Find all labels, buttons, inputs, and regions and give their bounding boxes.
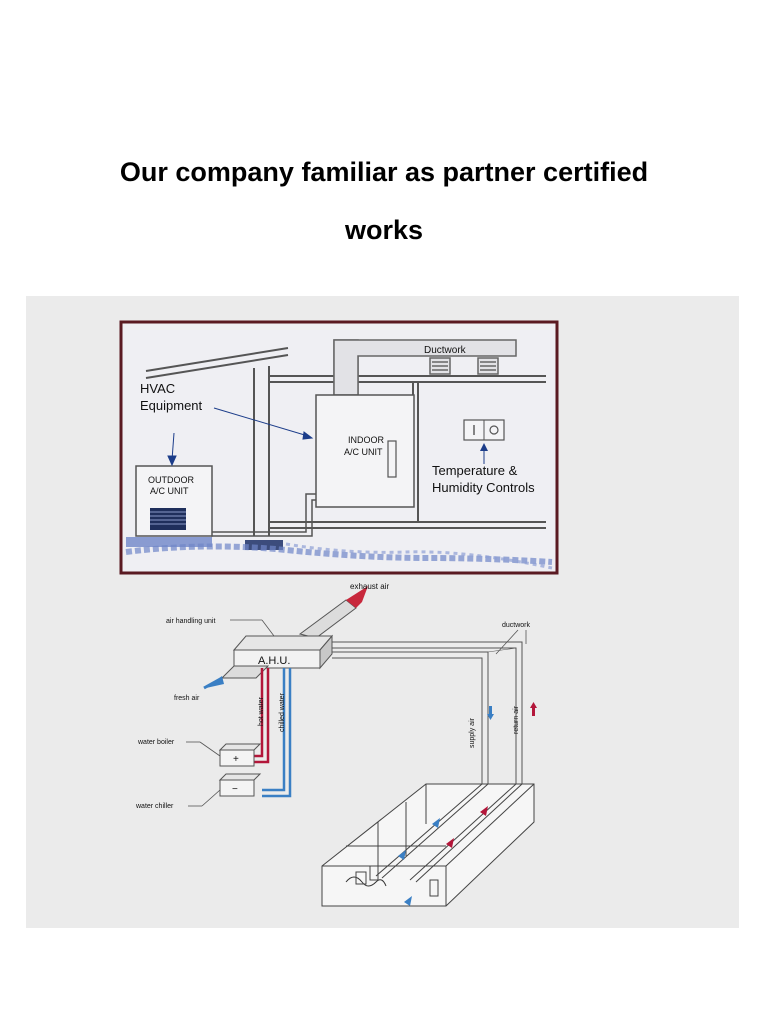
fresh-air-duct: [220, 665, 270, 679]
controls-label-1: Temperature &: [432, 463, 518, 478]
exhaust-air-label: exhaust air: [350, 582, 389, 591]
indoor-label-1: INDOOR: [348, 435, 385, 445]
supply-air-label: supply air: [469, 717, 476, 748]
ductwork-label: Ductwork: [424, 345, 467, 356]
water-chiller: −: [218, 773, 262, 797]
exhaust-duct: [298, 599, 357, 639]
building-corridor: [321, 783, 535, 907]
controls-label-2: Humidity Controls: [432, 480, 535, 495]
indoor-unit: [315, 394, 415, 508]
hvac-label-2: Equipment: [140, 398, 203, 413]
fresh-air-label: fresh air: [174, 695, 200, 702]
main-ductwork: [332, 641, 523, 816]
return-air-label: return air: [513, 705, 520, 734]
outdoor-unit-fan-grille: [150, 508, 186, 530]
air-handling-unit-label: air handling unit: [166, 618, 215, 625]
indoor-label-2: A/C UNIT: [344, 447, 383, 457]
boiler-symbol: +: [233, 754, 239, 765]
house-structure: [145, 347, 546, 536]
outdoor-label-2: A/C UNIT: [150, 486, 189, 496]
page-heading-line-2: works: [344, 215, 424, 245]
hvac-pointer-arrows: [167, 407, 314, 467]
outdoor-label-1: OUTDOOR: [148, 475, 194, 485]
residential-hvac-diagram: Ductwork INDOOR A/C UNIT OUTDOOR A/C UNI…: [119, 320, 559, 575]
ground: [125, 537, 553, 570]
hot-water-label: hot water: [258, 697, 265, 726]
page-heading: Our company familiar as partner certifie…: [60, 143, 708, 259]
duct-flow-arrows: [487, 702, 537, 720]
water-boiler: +: [218, 743, 262, 767]
ahu-system-diagram: exhaust air A.H.U. air handling unit fre…: [135, 582, 537, 907]
ahu-label: A.H.U.: [258, 655, 290, 667]
exhaust-arrow: [346, 586, 368, 608]
hvac-illustration: Ductwork INDOOR A/C UNIT OUTDOOR A/C UNI…: [119, 320, 559, 907]
room-diffuser-arrows: [398, 806, 488, 906]
page-heading-line-1: Our company familiar as partner certifie…: [119, 157, 649, 187]
ductwork-bottom-label: ductwork: [502, 622, 531, 629]
water-pipes: [252, 668, 292, 798]
hvac-figure: Ductwork INDOOR A/C UNIT OUTDOOR A/C UNI…: [26, 296, 739, 928]
hvac-label-1: HVAC: [140, 381, 175, 396]
ahu-box: [233, 649, 321, 669]
refrigerant-lines: [211, 493, 316, 537]
water-boiler-label: water boiler: [137, 739, 175, 746]
chilled-water-label: chilled water: [279, 692, 286, 732]
indoor-unit-panel: [387, 440, 397, 478]
chiller-symbol: −: [232, 784, 238, 795]
water-chiller-label: water chiller: [135, 803, 174, 810]
